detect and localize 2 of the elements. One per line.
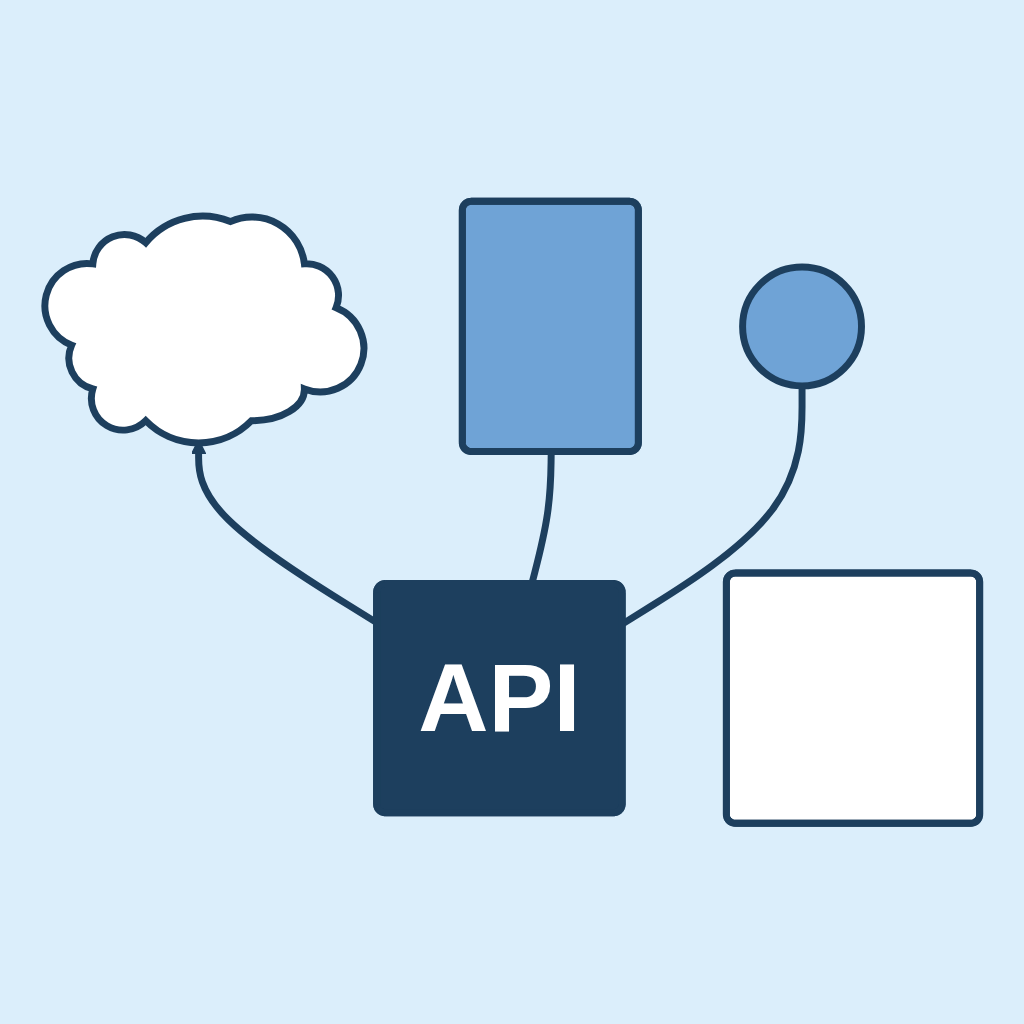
node-cloud [41,212,367,446]
node-circle [738,263,865,390]
